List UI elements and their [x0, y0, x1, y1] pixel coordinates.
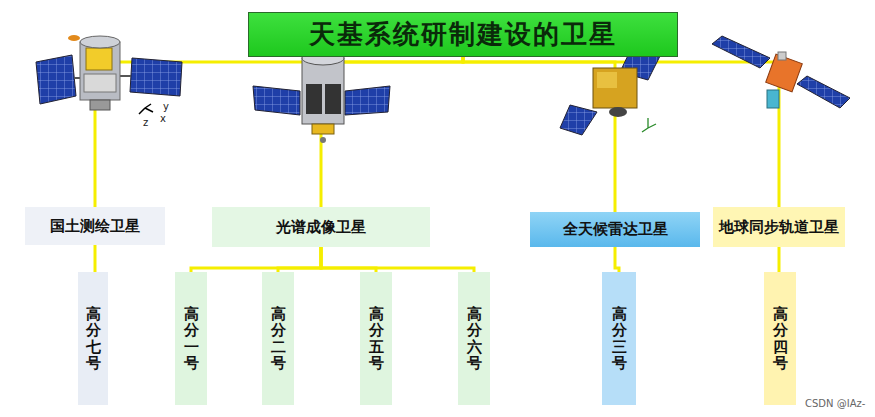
satellite-box: 高分三号: [602, 272, 636, 405]
satellite-box: 高分五号: [360, 272, 392, 405]
connector: [463, 57, 615, 212]
connector: [95, 57, 463, 207]
category-name: 国土测绘卫星: [50, 217, 140, 236]
category-name: 全天候雷达卫星: [563, 220, 668, 239]
satellite-box: 高分一号: [175, 272, 207, 405]
title-box: 天基系统研制建设的卫星: [248, 12, 678, 57]
connector: [278, 247, 321, 272]
connector: [615, 247, 619, 272]
category-box: 国土测绘卫星: [25, 207, 165, 245]
connector: [191, 247, 321, 272]
category-name: 光谱成像卫星: [276, 218, 366, 237]
category-name: 地球同步轨道卫星: [719, 218, 839, 237]
surveying-satellite: [36, 35, 182, 114]
connector: [779, 247, 780, 272]
axis-label: x: [160, 113, 166, 124]
satellite-box: 高分四号: [764, 272, 796, 405]
satellite-name: 高分二号: [271, 306, 286, 372]
satellite-name: 高分三号: [612, 306, 627, 372]
radar-satellite: [560, 45, 662, 135]
category-box: 全天候雷达卫星: [530, 212, 700, 247]
connector: [321, 247, 474, 272]
satellite-name: 高分一号: [184, 306, 199, 372]
geo-satellite: [712, 36, 850, 108]
title-text: 天基系统研制建设的卫星: [309, 17, 617, 52]
connector: [463, 57, 779, 207]
axis-label: z: [143, 117, 148, 128]
category-box: 光谱成像卫星: [212, 207, 430, 247]
connector: [95, 245, 96, 272]
category-box: 地球同步轨道卫星: [713, 207, 845, 247]
satellite-name: 高分五号: [369, 306, 384, 372]
watermark: CSDN @IAz-: [805, 398, 865, 409]
satellite-name: 高分四号: [773, 306, 788, 372]
satellite-name: 高分七号: [86, 306, 101, 372]
satellite-box: 高分六号: [458, 272, 490, 405]
satellite-box: 高分七号: [78, 272, 108, 405]
spectral-satellite: [253, 51, 390, 143]
satellite-name: 高分六号: [467, 306, 482, 372]
satellite-box: 高分二号: [262, 272, 294, 405]
axis-label: y: [163, 101, 169, 112]
